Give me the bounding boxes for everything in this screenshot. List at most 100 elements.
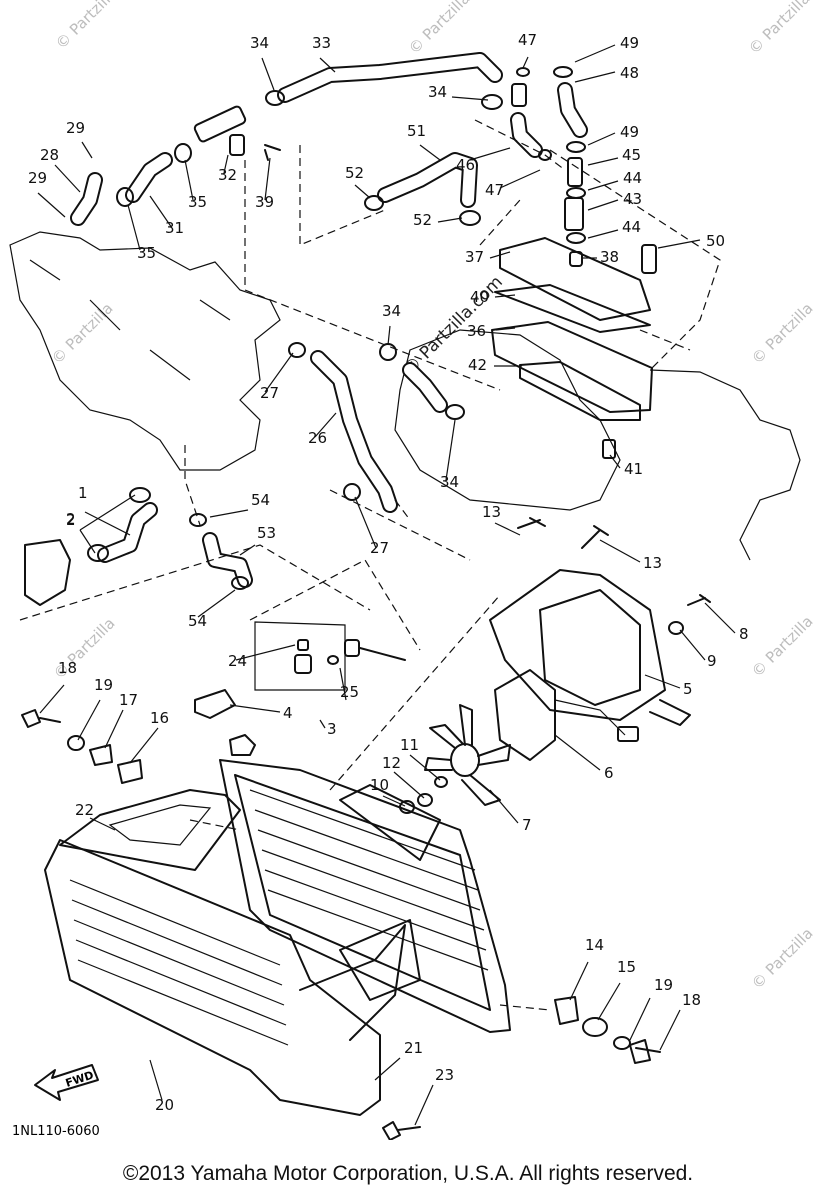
part-number-label: 35 [137,244,156,262]
engine-block-outline [9,231,281,471]
fan-motor-6 [494,669,639,761]
fan-7 [424,704,511,806]
part-number-label: 17 [119,691,138,709]
part-number-label: 49 [620,123,639,141]
leader-line [104,709,124,749]
leader-line [209,509,249,518]
fasteners [21,144,711,1140]
copyright-notice: ©2013 Yamaha Motor Corporation, U.S.A. A… [122,1162,694,1185]
leader-line [657,239,701,249]
part-number-label: 32 [218,166,237,184]
leader-line [129,727,159,764]
joint-32 [193,105,247,156]
leader-line [149,1059,163,1101]
part-number-label: 8 [739,625,749,643]
part-number-label: 7 [522,816,532,834]
leader-line [127,204,141,251]
leader-line [261,57,275,91]
part-number-label: 2 [66,510,76,528]
leader-line [84,511,131,536]
pipe-stack-43-49 [511,66,586,244]
leader-line [499,169,541,189]
part-number-label: 34 [440,473,459,491]
leader-line [374,1057,401,1081]
leader-line [89,817,116,831]
part-number-label: 42 [468,356,487,374]
part-number-label: 54 [188,612,207,630]
leader-line [574,44,616,63]
part-number-label: 53 [257,524,276,542]
leader-line [81,141,93,159]
part-number-label: 31 [165,219,184,237]
leader-line [587,157,619,166]
part-number-label: 22 [75,801,94,819]
hose-26 [310,350,398,513]
leader-line [339,667,347,701]
leader-line [354,496,377,549]
leader-line [419,144,441,161]
part-number-label: 44 [623,169,642,187]
leader-line [587,180,619,191]
leader-line [197,589,236,618]
leader-line [264,352,294,393]
part-number-label: 28 [40,146,59,164]
leader-line [451,96,489,101]
part-number-label: 34 [250,34,269,52]
parts-diagram: FWD 122345678910111213131415161718181919… [9,31,801,1140]
leader-line [597,982,621,1021]
part-number-label: 2 [66,511,76,529]
leader-line [184,159,194,201]
hose-28 [70,172,103,226]
part-number-label: 13 [482,503,501,521]
part-number-label: 15 [617,958,636,976]
part-number-label: 18 [58,659,77,677]
part-number-label: 35 [188,193,207,211]
part-number-label: 26 [308,429,327,447]
part-number-label: 49 [620,34,639,52]
part-number-label: 43 [623,190,642,208]
diagram-code: 1NL110-6060 [12,1124,100,1139]
leader-line [319,719,326,729]
hose-48 [557,82,588,138]
leader-line [223,154,229,174]
radiator-cap-4 [194,689,236,719]
hose-31 [125,152,173,203]
leader-line [39,684,65,714]
part-number-label: 27 [260,384,279,402]
leader-line [314,412,337,438]
part-number-label: 29 [66,119,85,137]
part-number-label: 36 [467,322,486,340]
part-number-label: 11 [400,736,419,754]
part-number-label: 40 [470,288,489,306]
part-number-label: 52 [345,164,364,182]
radiator-3 [219,734,511,1033]
part-number-label: 3 [327,720,337,738]
part-number-label: 5 [683,680,693,698]
leader-line [37,192,66,218]
hose-33 [277,52,503,103]
radiator-guard-22 [59,789,421,1001]
thermostat-housing [491,237,657,459]
leader-line [489,251,511,259]
part-number-label: 18 [682,991,701,1009]
part-number-label: 41 [624,460,643,478]
leader-line [79,529,96,554]
leader-line [264,157,271,201]
part-number-label: 14 [585,936,604,954]
leader-line [659,1009,681,1051]
leader-line [77,699,101,741]
part-number-label: 12 [382,754,401,772]
part-number-label: 21 [404,1039,423,1057]
assembly-lines [184,119,721,1011]
leader-line [409,754,441,781]
part-number-label: 52 [413,211,432,229]
clamps [87,90,503,590]
part-number-label: 44 [622,218,641,236]
hose-53 [202,532,253,588]
leader-line [149,195,173,229]
fwd-arrow-icon: FWD [34,1064,99,1101]
leader-line [239,544,256,556]
leader-line [437,217,463,223]
leader-line [382,795,406,807]
leader-line [644,674,681,689]
